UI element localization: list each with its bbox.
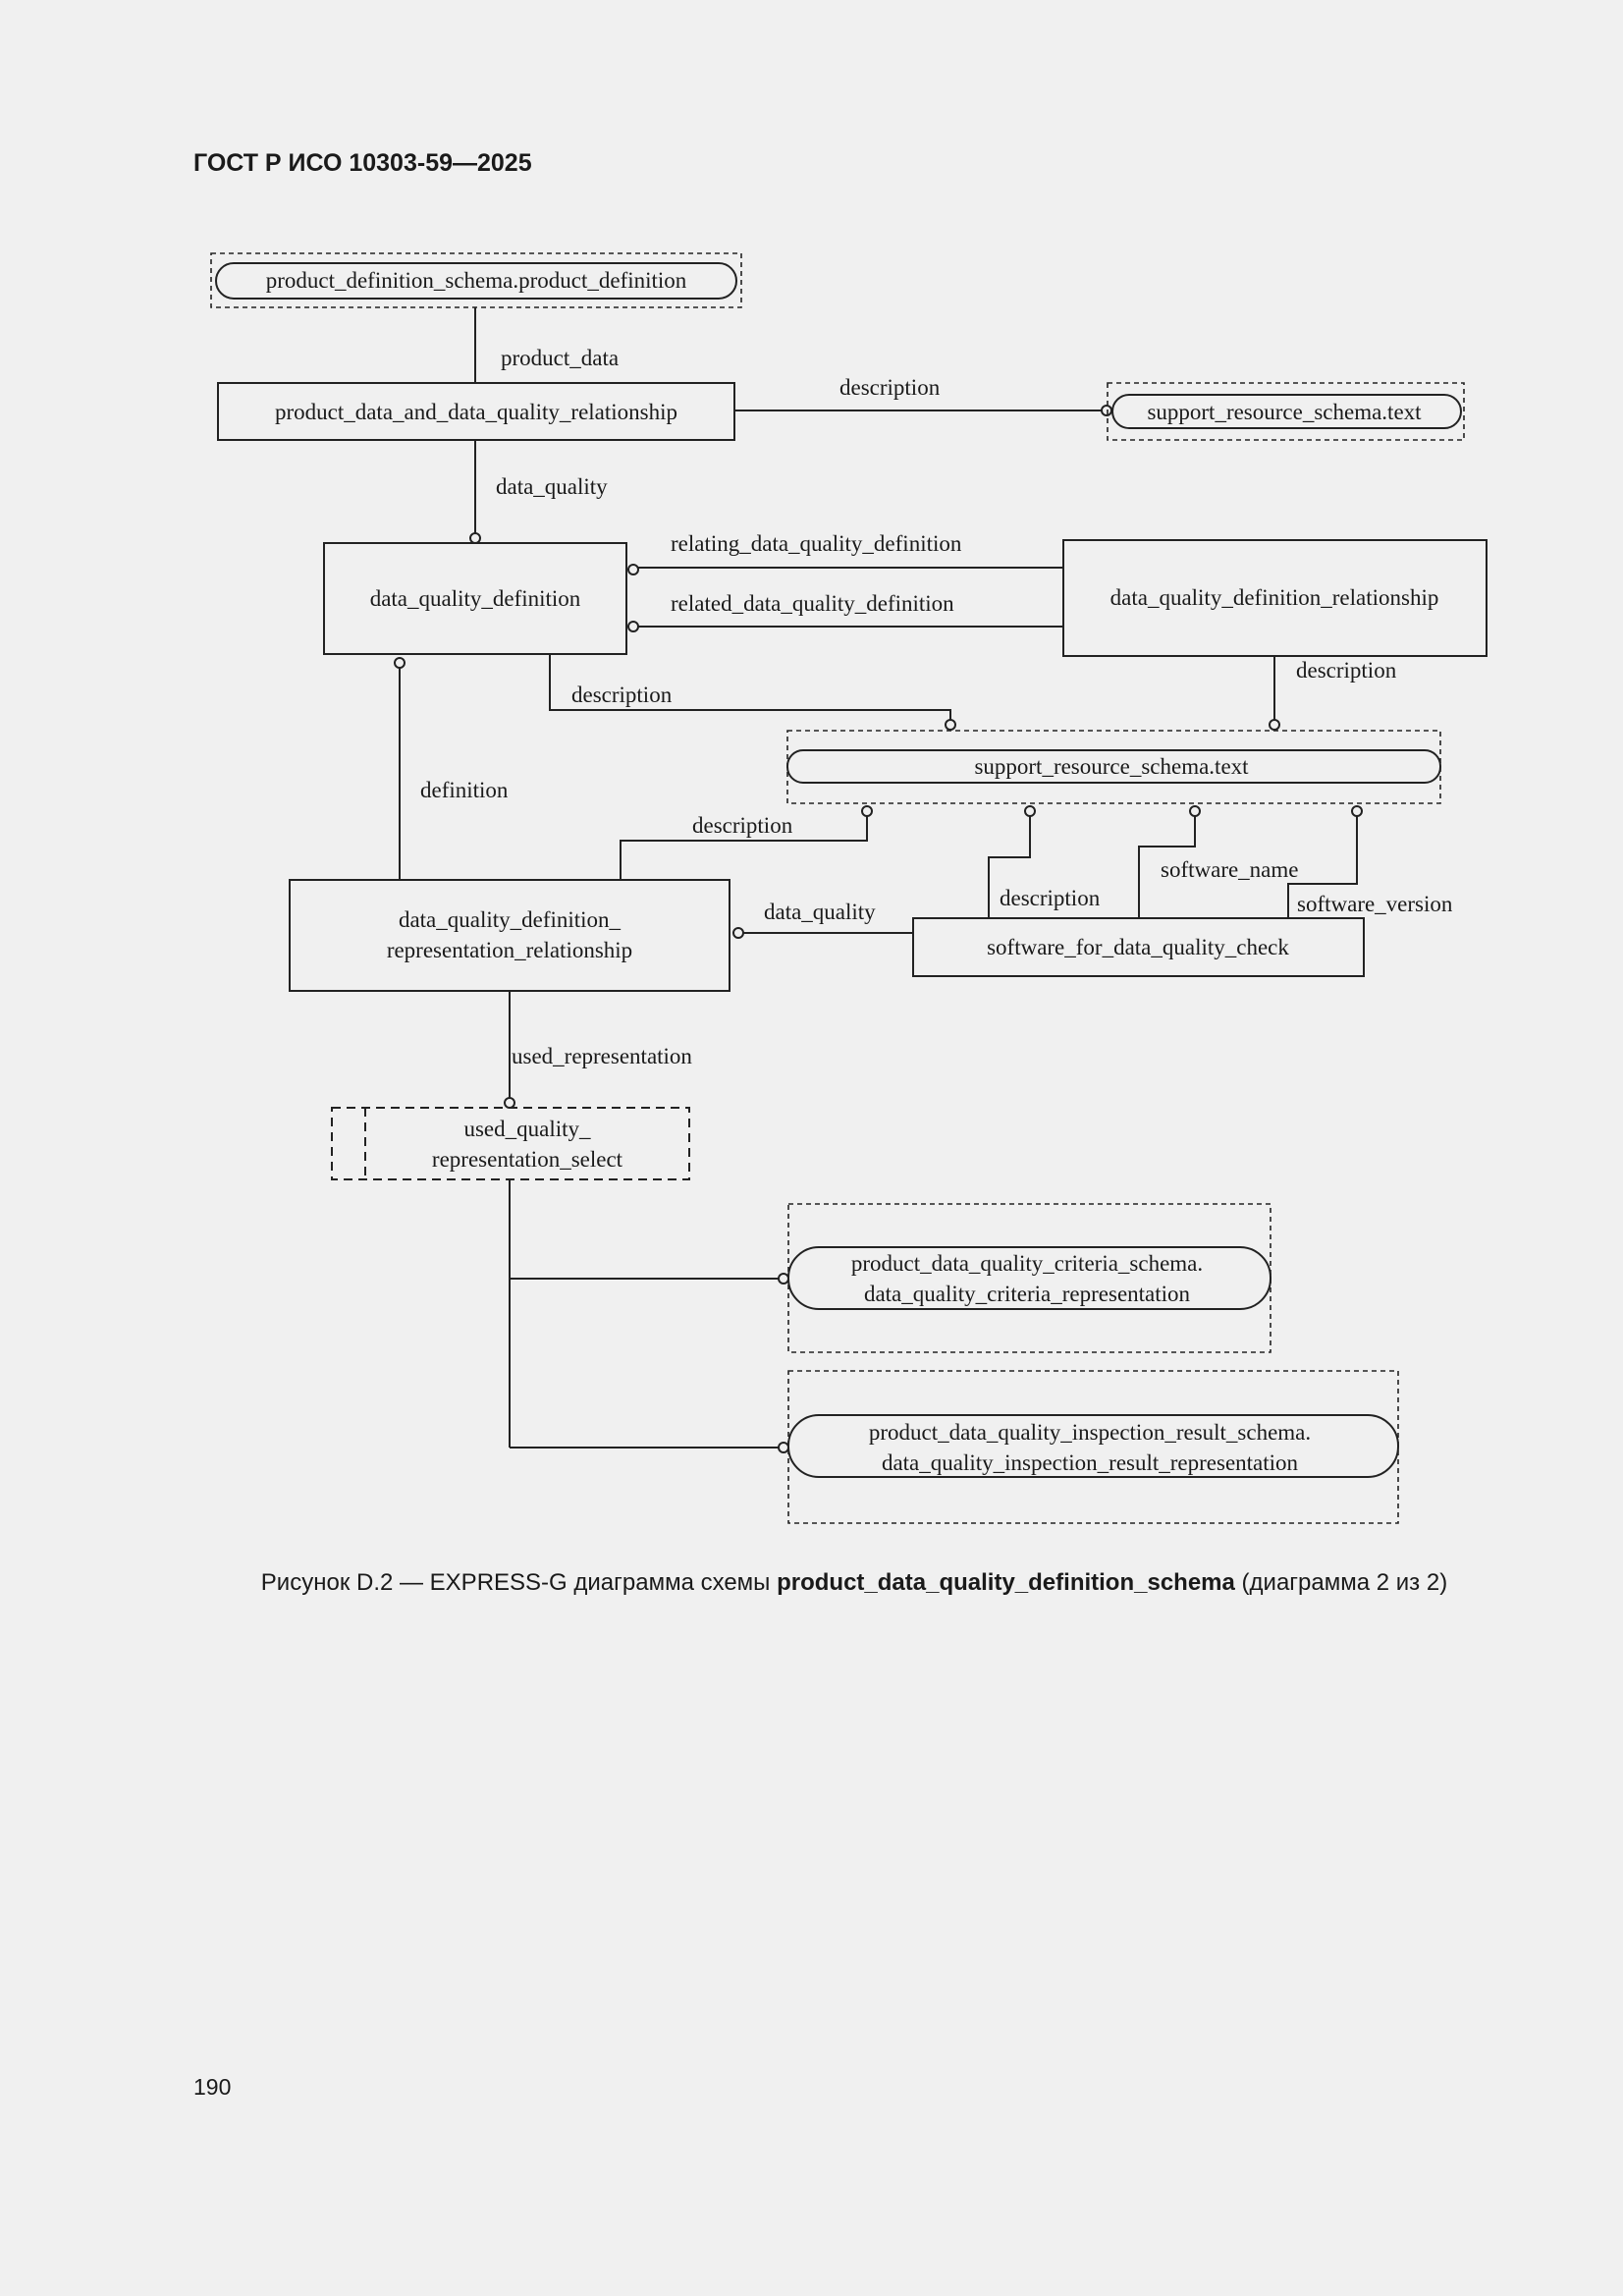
figure-caption: Рисунок D.2 — EXPRESS-G диаграмма схемы … xyxy=(260,1569,1448,1596)
entity-text-top: support_resource_schema.text xyxy=(1107,382,1465,441)
svg-text:data_quality_definition: data_quality_definition xyxy=(370,586,581,611)
page-number: 190 xyxy=(193,2074,232,2100)
svg-text:representation_select: representation_select xyxy=(432,1147,623,1172)
label-description-rel: description xyxy=(1296,658,1397,683)
label-data-quality-top: data_quality xyxy=(496,474,608,499)
label-data-quality-repr: data_quality xyxy=(764,900,876,924)
page-header: ГОСТ Р ИСО 10303-59—2025 xyxy=(193,149,532,177)
entity-used-select: used_quality_ representation_select xyxy=(331,1107,690,1180)
svg-text:representation_relationship: representation_relationship xyxy=(387,938,632,962)
label-description-sw: description xyxy=(1000,886,1101,910)
svg-text:product_data_quality_inspectio: product_data_quality_inspection_result_s… xyxy=(869,1420,1311,1445)
entity-pd-dq-relationship: product_data_and_data_quality_relationsh… xyxy=(217,382,735,441)
svg-text:data_quality_definition_relati: data_quality_definition_relationship xyxy=(1110,585,1439,610)
svg-text:support_resource_schema.text: support_resource_schema.text xyxy=(974,754,1249,779)
svg-text:product_data_and_data_quality_: product_data_and_data_quality_relationsh… xyxy=(275,400,677,424)
svg-text:data_quality_definition_: data_quality_definition_ xyxy=(399,907,622,932)
label-relating: relating_data_quality_definition xyxy=(671,531,962,556)
entity-text-mid: support_resource_schema.text xyxy=(786,730,1441,804)
label-description-def: description xyxy=(571,683,673,707)
entity-dq-definition: data_quality_definition xyxy=(323,542,627,655)
svg-text:software_for_data_quality_chec: software_for_data_quality_check xyxy=(987,935,1289,959)
svg-text:product_data_quality_criteria_: product_data_quality_criteria_schema. xyxy=(851,1251,1203,1276)
label-used-representation: used_representation xyxy=(512,1044,692,1068)
label-related: related_data_quality_definition xyxy=(671,591,954,616)
label-description-repr: description xyxy=(692,813,793,838)
svg-text:data_quality_criteria_represen: data_quality_criteria_representation xyxy=(864,1282,1191,1306)
label-software-name: software_name xyxy=(1161,857,1299,882)
label-definition: definition xyxy=(420,778,509,802)
svg-text:product_definition_schema.prod: product_definition_schema.product_defini… xyxy=(266,268,687,293)
svg-text:data_quality_inspection_result: data_quality_inspection_result_represent… xyxy=(882,1450,1299,1475)
entity-software-check: software_for_data_quality_check xyxy=(912,917,1365,977)
label-product-data: product_data xyxy=(501,346,619,370)
entity-dq-repr-relationship: data_quality_definition_ representation_… xyxy=(289,879,730,992)
label-software-version: software_version xyxy=(1297,892,1453,916)
svg-text:support_resource_schema.text: support_resource_schema.text xyxy=(1147,400,1422,424)
svg-text:used_quality_: used_quality_ xyxy=(463,1117,591,1141)
entity-criteria-representation: product_data_quality_criteria_schema. da… xyxy=(787,1203,1271,1353)
entity-dq-definition-relationship: data_quality_definition_relationship xyxy=(1062,539,1488,657)
entity-product-definition: product_definition_schema.product_defini… xyxy=(210,252,742,308)
express-g-diagram: product_definition_schema.product_defini… xyxy=(210,252,1488,1524)
entity-inspection-representation: product_data_quality_inspection_result_s… xyxy=(787,1370,1399,1524)
label-description-top: description xyxy=(839,375,941,400)
